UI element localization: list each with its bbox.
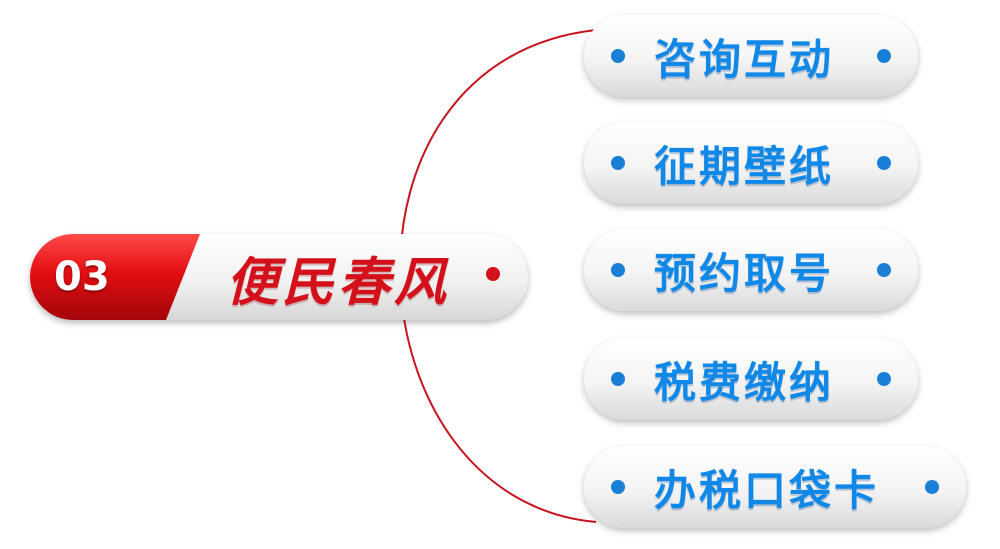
branch-node-pocket-card: 办税口袋卡 <box>584 446 966 528</box>
branch-label: 征期壁纸 <box>654 141 835 191</box>
root-node: 03 便民春风 <box>30 234 528 320</box>
bullet-dot-icon <box>877 49 891 63</box>
root-label: 便民春风 <box>226 252 451 313</box>
bullet-dot-icon <box>925 480 939 494</box>
bullet-dot-icon <box>877 156 891 170</box>
branch-label: 办税口袋卡 <box>654 465 880 515</box>
branch-node-wallpaper: 征期壁纸 <box>584 122 918 204</box>
branch-label: 税费缴纳 <box>654 357 835 407</box>
bullet-dot-icon <box>877 372 891 386</box>
branch-node-appointment: 预约取号 <box>584 229 918 311</box>
bullet-dot-icon <box>611 372 625 386</box>
branch-node-tax-payment: 税费缴纳 <box>584 338 918 420</box>
bullet-dot-icon <box>611 263 625 277</box>
bullet-dot-icon <box>611 156 625 170</box>
root-dot-icon <box>486 267 500 281</box>
bullet-dot-icon <box>877 263 891 277</box>
branch-label: 咨询互动 <box>654 34 835 84</box>
bullet-dot-icon <box>611 49 625 63</box>
bullet-dot-icon <box>611 480 625 494</box>
branch-node-consult: 咨询互动 <box>584 15 918 97</box>
branch-label: 预约取号 <box>654 248 835 298</box>
root-number: 03 <box>30 234 200 320</box>
